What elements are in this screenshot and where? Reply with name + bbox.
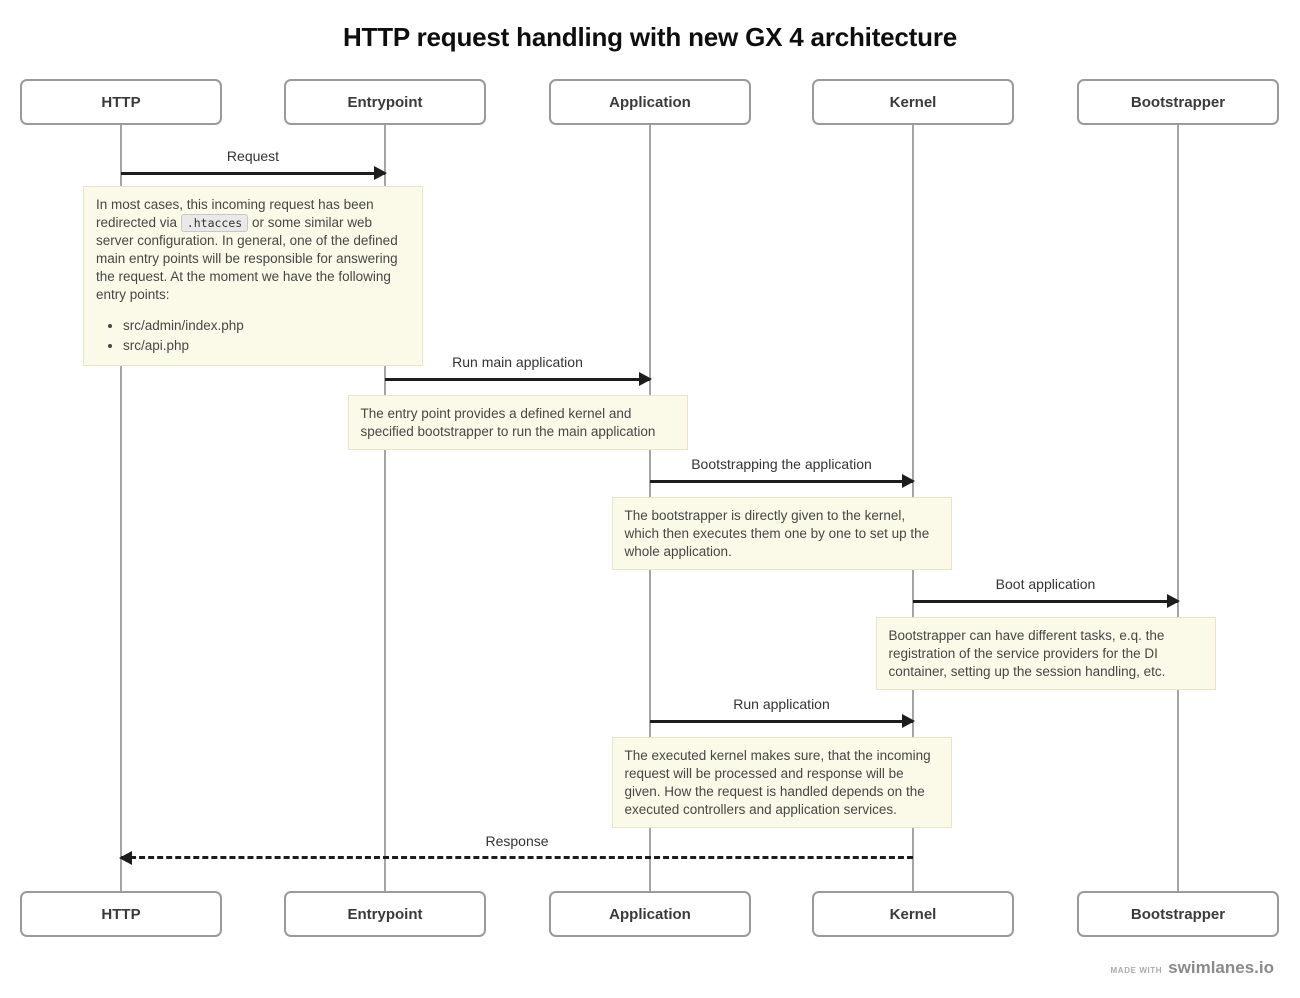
note-text: Bootstrapper can have different tasks, e… [889, 627, 1203, 681]
lane-footer-application: Application [549, 891, 751, 937]
arrowhead-icon [374, 166, 387, 180]
lane-header-bootstrapper: Bootstrapper [1077, 79, 1279, 125]
text-segment: The executed kernel makes sure, that the… [624, 748, 931, 817]
swimlanes-brand-link[interactable]: swimlanes.io [1168, 958, 1274, 977]
text-segment: The bootstrapper is directly given to th… [624, 508, 930, 559]
arrow-shaft [121, 856, 913, 859]
lane-header-entrypoint: Entrypoint [284, 79, 486, 125]
arrow-label: Run main application [452, 354, 583, 370]
arrow-shaft [650, 720, 913, 723]
lane-footer-kernel: Kernel [812, 891, 1014, 937]
arrow-label: Run application [733, 696, 830, 712]
lifeline-http [120, 125, 122, 891]
note-bullet-item: src/admin/index.php [123, 317, 410, 335]
arrowhead-icon [639, 372, 652, 386]
note-bullet-item: src/api.php [123, 337, 410, 355]
lane-footer-entrypoint: Entrypoint [284, 891, 486, 937]
note-box: Bootstrapper can have different tasks, e… [875, 617, 1216, 690]
arrow-label: Response [485, 833, 549, 849]
diagram-title: HTTP request handling with new GX 4 arch… [342, 22, 958, 52]
arrow-label: Request [226, 148, 280, 164]
note-text: The bootstrapper is directly given to th… [625, 507, 939, 561]
arrowhead-icon [119, 851, 132, 865]
note-box: In most cases, this incoming request has… [83, 186, 423, 366]
arrowhead-icon [1167, 594, 1180, 608]
note-box: The bootstrapper is directly given to th… [611, 497, 952, 570]
note-bullet-list: src/admin/index.php src/api.php [96, 317, 410, 355]
note-text: In most cases, this incoming request has… [96, 196, 410, 304]
note-text: The executed kernel makes sure, that the… [625, 747, 939, 819]
arrow-shaft [121, 172, 385, 175]
arrow-label: Boot application [995, 576, 1096, 592]
footer-credit: MADE WITH swimlanes.io [1111, 958, 1274, 978]
lifeline-bootstrapper [1177, 125, 1179, 891]
note-text: The entry point provides a defined kerne… [361, 405, 675, 441]
note-box: The entry point provides a defined kerne… [347, 395, 688, 450]
arrow-shaft [650, 480, 913, 483]
text-segment: The entry point provides a defined kerne… [360, 406, 656, 439]
arrowhead-icon [902, 474, 915, 488]
inline-code: .htacces [180, 214, 249, 232]
arrow-shaft [913, 600, 1178, 603]
made-with-label: MADE WITH [1110, 966, 1163, 975]
lane-header-kernel: Kernel [812, 79, 1014, 125]
text-segment: Bootstrapper can have different tasks, e… [888, 628, 1166, 679]
lane-header-application: Application [549, 79, 751, 125]
arrow-shaft [385, 378, 650, 381]
lane-header-http: HTTP [20, 79, 222, 125]
note-box: The executed kernel makes sure, that the… [611, 737, 952, 828]
lifeline-entrypoint [384, 125, 386, 891]
lane-footer-bootstrapper: Bootstrapper [1077, 891, 1279, 937]
text-segment: or some similar web server configuration… [96, 215, 398, 302]
lane-footer-http: HTTP [20, 891, 222, 937]
arrow-label: Bootstrapping the application [691, 456, 872, 472]
arrowhead-icon [902, 714, 915, 728]
text-segment: In most cases, this incoming request has… [96, 197, 374, 230]
